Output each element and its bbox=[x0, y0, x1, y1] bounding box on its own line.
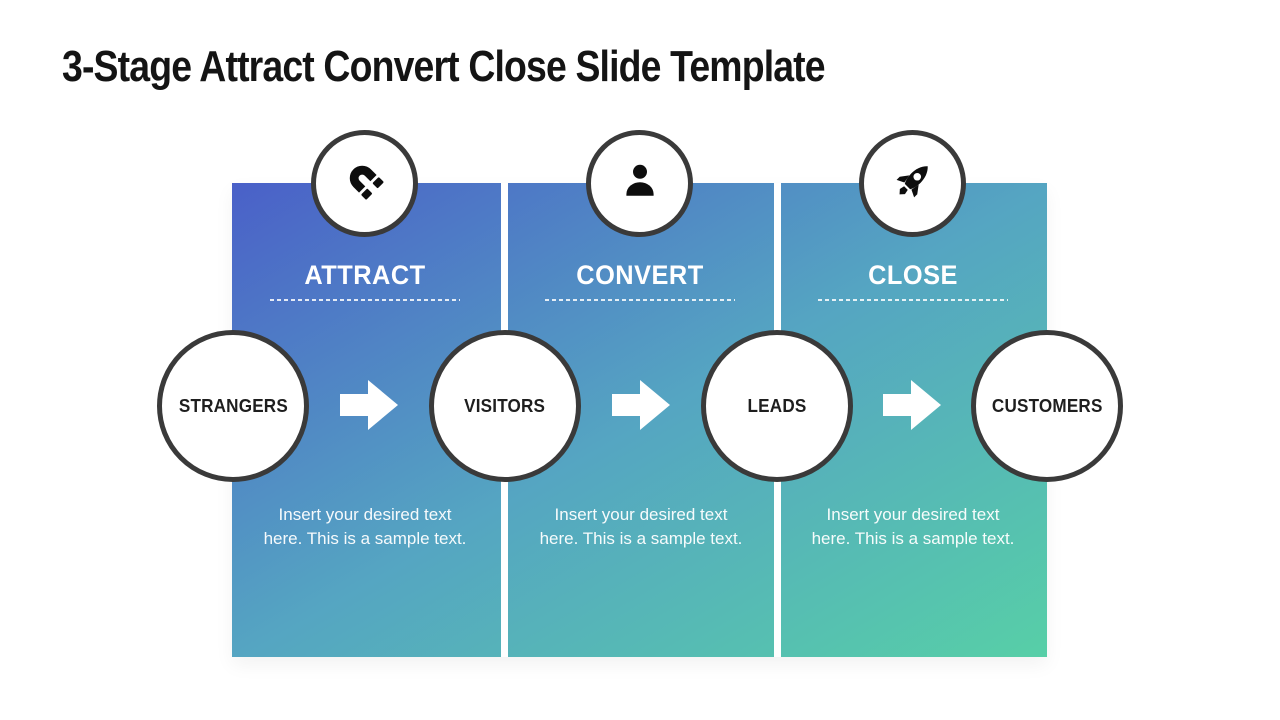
arrow-head bbox=[368, 380, 398, 430]
stage-description-close: Insert your desired text here. This is a… bbox=[811, 505, 1015, 548]
slide-title: 3-Stage Attract Convert Close Slide Temp… bbox=[62, 42, 826, 91]
convert-icon-badge bbox=[586, 130, 693, 237]
funnel-circle-strangers: STRANGERS bbox=[157, 330, 309, 482]
stage-header-divider bbox=[818, 299, 1008, 301]
attract-icon-badge bbox=[311, 130, 418, 237]
rocket-icon bbox=[889, 157, 937, 210]
right-arrow-icon bbox=[340, 380, 398, 430]
stage-header-convert: CONVERT bbox=[576, 260, 704, 290]
stage-header-attract: ATTRACT bbox=[304, 260, 426, 290]
right-arrow-icon bbox=[612, 380, 670, 430]
funnel-label: STRANGERS bbox=[178, 395, 288, 416]
funnel-label: VISITORS bbox=[464, 395, 546, 416]
stage-description-attract: Insert your desired text here. This is a… bbox=[263, 505, 467, 548]
funnel-label: LEADS bbox=[747, 395, 807, 416]
arrow-head bbox=[640, 380, 670, 430]
arrow-tail bbox=[883, 394, 911, 416]
stage-description-convert: Insert your desired text here. This is a… bbox=[539, 505, 743, 548]
funnel-circle-customers: CUSTOMERS bbox=[971, 330, 1123, 482]
arrow-tail bbox=[340, 394, 368, 416]
close-icon-badge bbox=[859, 130, 966, 237]
arrow-tail bbox=[612, 394, 640, 416]
funnel-circle-leads: LEADS bbox=[701, 330, 853, 482]
stage-header-close: CLOSE bbox=[868, 260, 958, 290]
stage-header-divider bbox=[270, 299, 460, 301]
stage-header-divider bbox=[545, 299, 735, 301]
arrow-head bbox=[911, 380, 941, 430]
funnel-circle-visitors: VISITORS bbox=[429, 330, 581, 482]
magnet-icon bbox=[341, 157, 389, 210]
right-arrow-icon bbox=[883, 380, 941, 430]
funnel-label: CUSTOMERS bbox=[991, 395, 1103, 416]
person-icon bbox=[616, 157, 664, 210]
